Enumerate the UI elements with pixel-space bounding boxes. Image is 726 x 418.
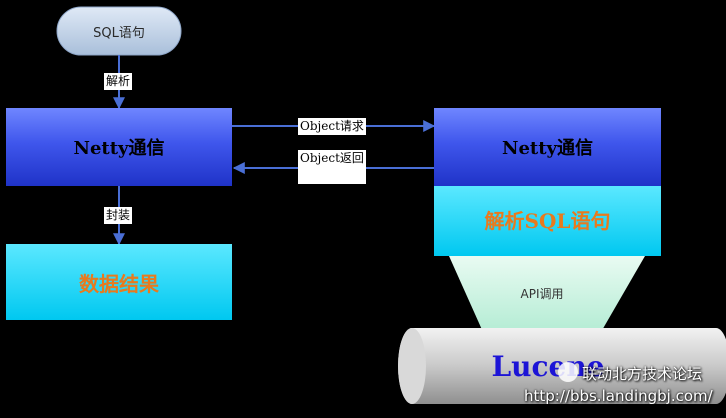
watermark-name: 联动北方技术论坛 xyxy=(582,365,703,383)
object-request-label: Object请求 xyxy=(298,118,366,135)
netty-right-label: Netty通信 xyxy=(502,138,593,159)
watermark-logo-icon xyxy=(558,362,578,382)
parse-sql-label: 解析SQL语句 xyxy=(484,208,611,233)
netty-left-node xyxy=(6,108,232,186)
lucene-label: Lucene xyxy=(491,349,605,383)
api-call-label: API调用 xyxy=(520,286,564,301)
api-call-node xyxy=(449,256,645,332)
parse-edge-label: 解析 xyxy=(104,73,133,90)
package-edge-label: 封装 xyxy=(104,207,133,224)
object-return-label: Object返回 xyxy=(298,150,366,184)
data-result-label: 数据结果 xyxy=(79,271,159,296)
watermark-url: http://bbs.landingbj.com/ xyxy=(524,387,713,405)
netty-left-label: Netty通信 xyxy=(73,138,165,159)
data-result-node xyxy=(6,244,232,320)
parse-sql-node xyxy=(434,186,661,256)
netty-right-node xyxy=(434,108,661,186)
lucene-cylinder-end xyxy=(398,328,426,404)
sql-statement-label: SQL语句 xyxy=(93,25,145,41)
